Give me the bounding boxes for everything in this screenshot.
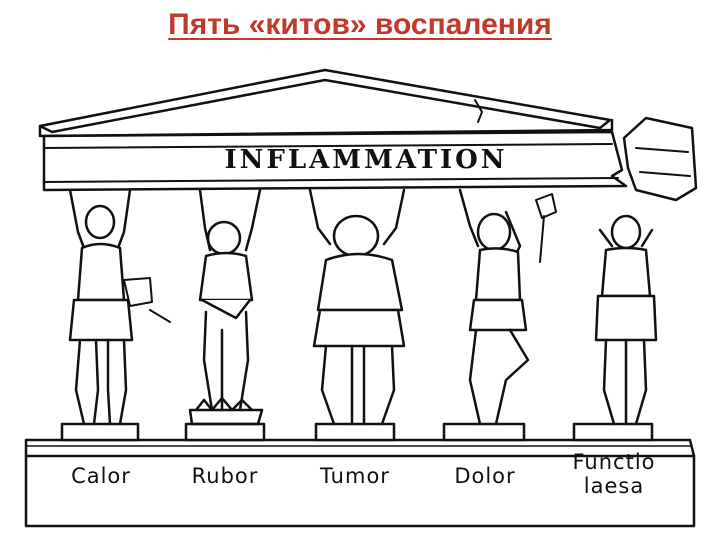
label-functio-laesa: Functio laesa bbox=[552, 450, 676, 498]
label-dolor: Dolor bbox=[454, 464, 516, 488]
plinth-rubor bbox=[184, 422, 266, 442]
label-tumor: Tumor bbox=[320, 464, 390, 488]
label-rubor: Rubor bbox=[191, 464, 259, 488]
label-calor: Calor bbox=[71, 464, 131, 488]
label-functio-line2: laesa bbox=[583, 474, 645, 498]
torch-icon bbox=[123, 277, 171, 323]
plinth-functio bbox=[572, 422, 654, 442]
hammer-icon bbox=[535, 193, 557, 263]
page-title-text: Пять «китов» воспаления bbox=[168, 8, 552, 41]
plinth-calor bbox=[60, 422, 140, 442]
broken-entablature-chunk bbox=[622, 116, 698, 202]
figure-tumor bbox=[308, 188, 406, 426]
figure-calor bbox=[68, 188, 171, 426]
inflammation-banner: INFLAMMATION bbox=[224, 145, 507, 175]
figure-dolor bbox=[458, 188, 557, 426]
label-functio-line1: Functio bbox=[572, 450, 656, 474]
page-title: Пять «китов» воспаления bbox=[0, 8, 720, 42]
temple-pediment bbox=[38, 68, 612, 134]
pediment-crack bbox=[474, 99, 483, 123]
plinth-tumor bbox=[314, 422, 396, 442]
figure-functio-laesa bbox=[594, 214, 658, 426]
plinth-dolor bbox=[442, 422, 526, 442]
figure-rubor bbox=[188, 188, 264, 426]
flames-icon bbox=[188, 396, 264, 426]
